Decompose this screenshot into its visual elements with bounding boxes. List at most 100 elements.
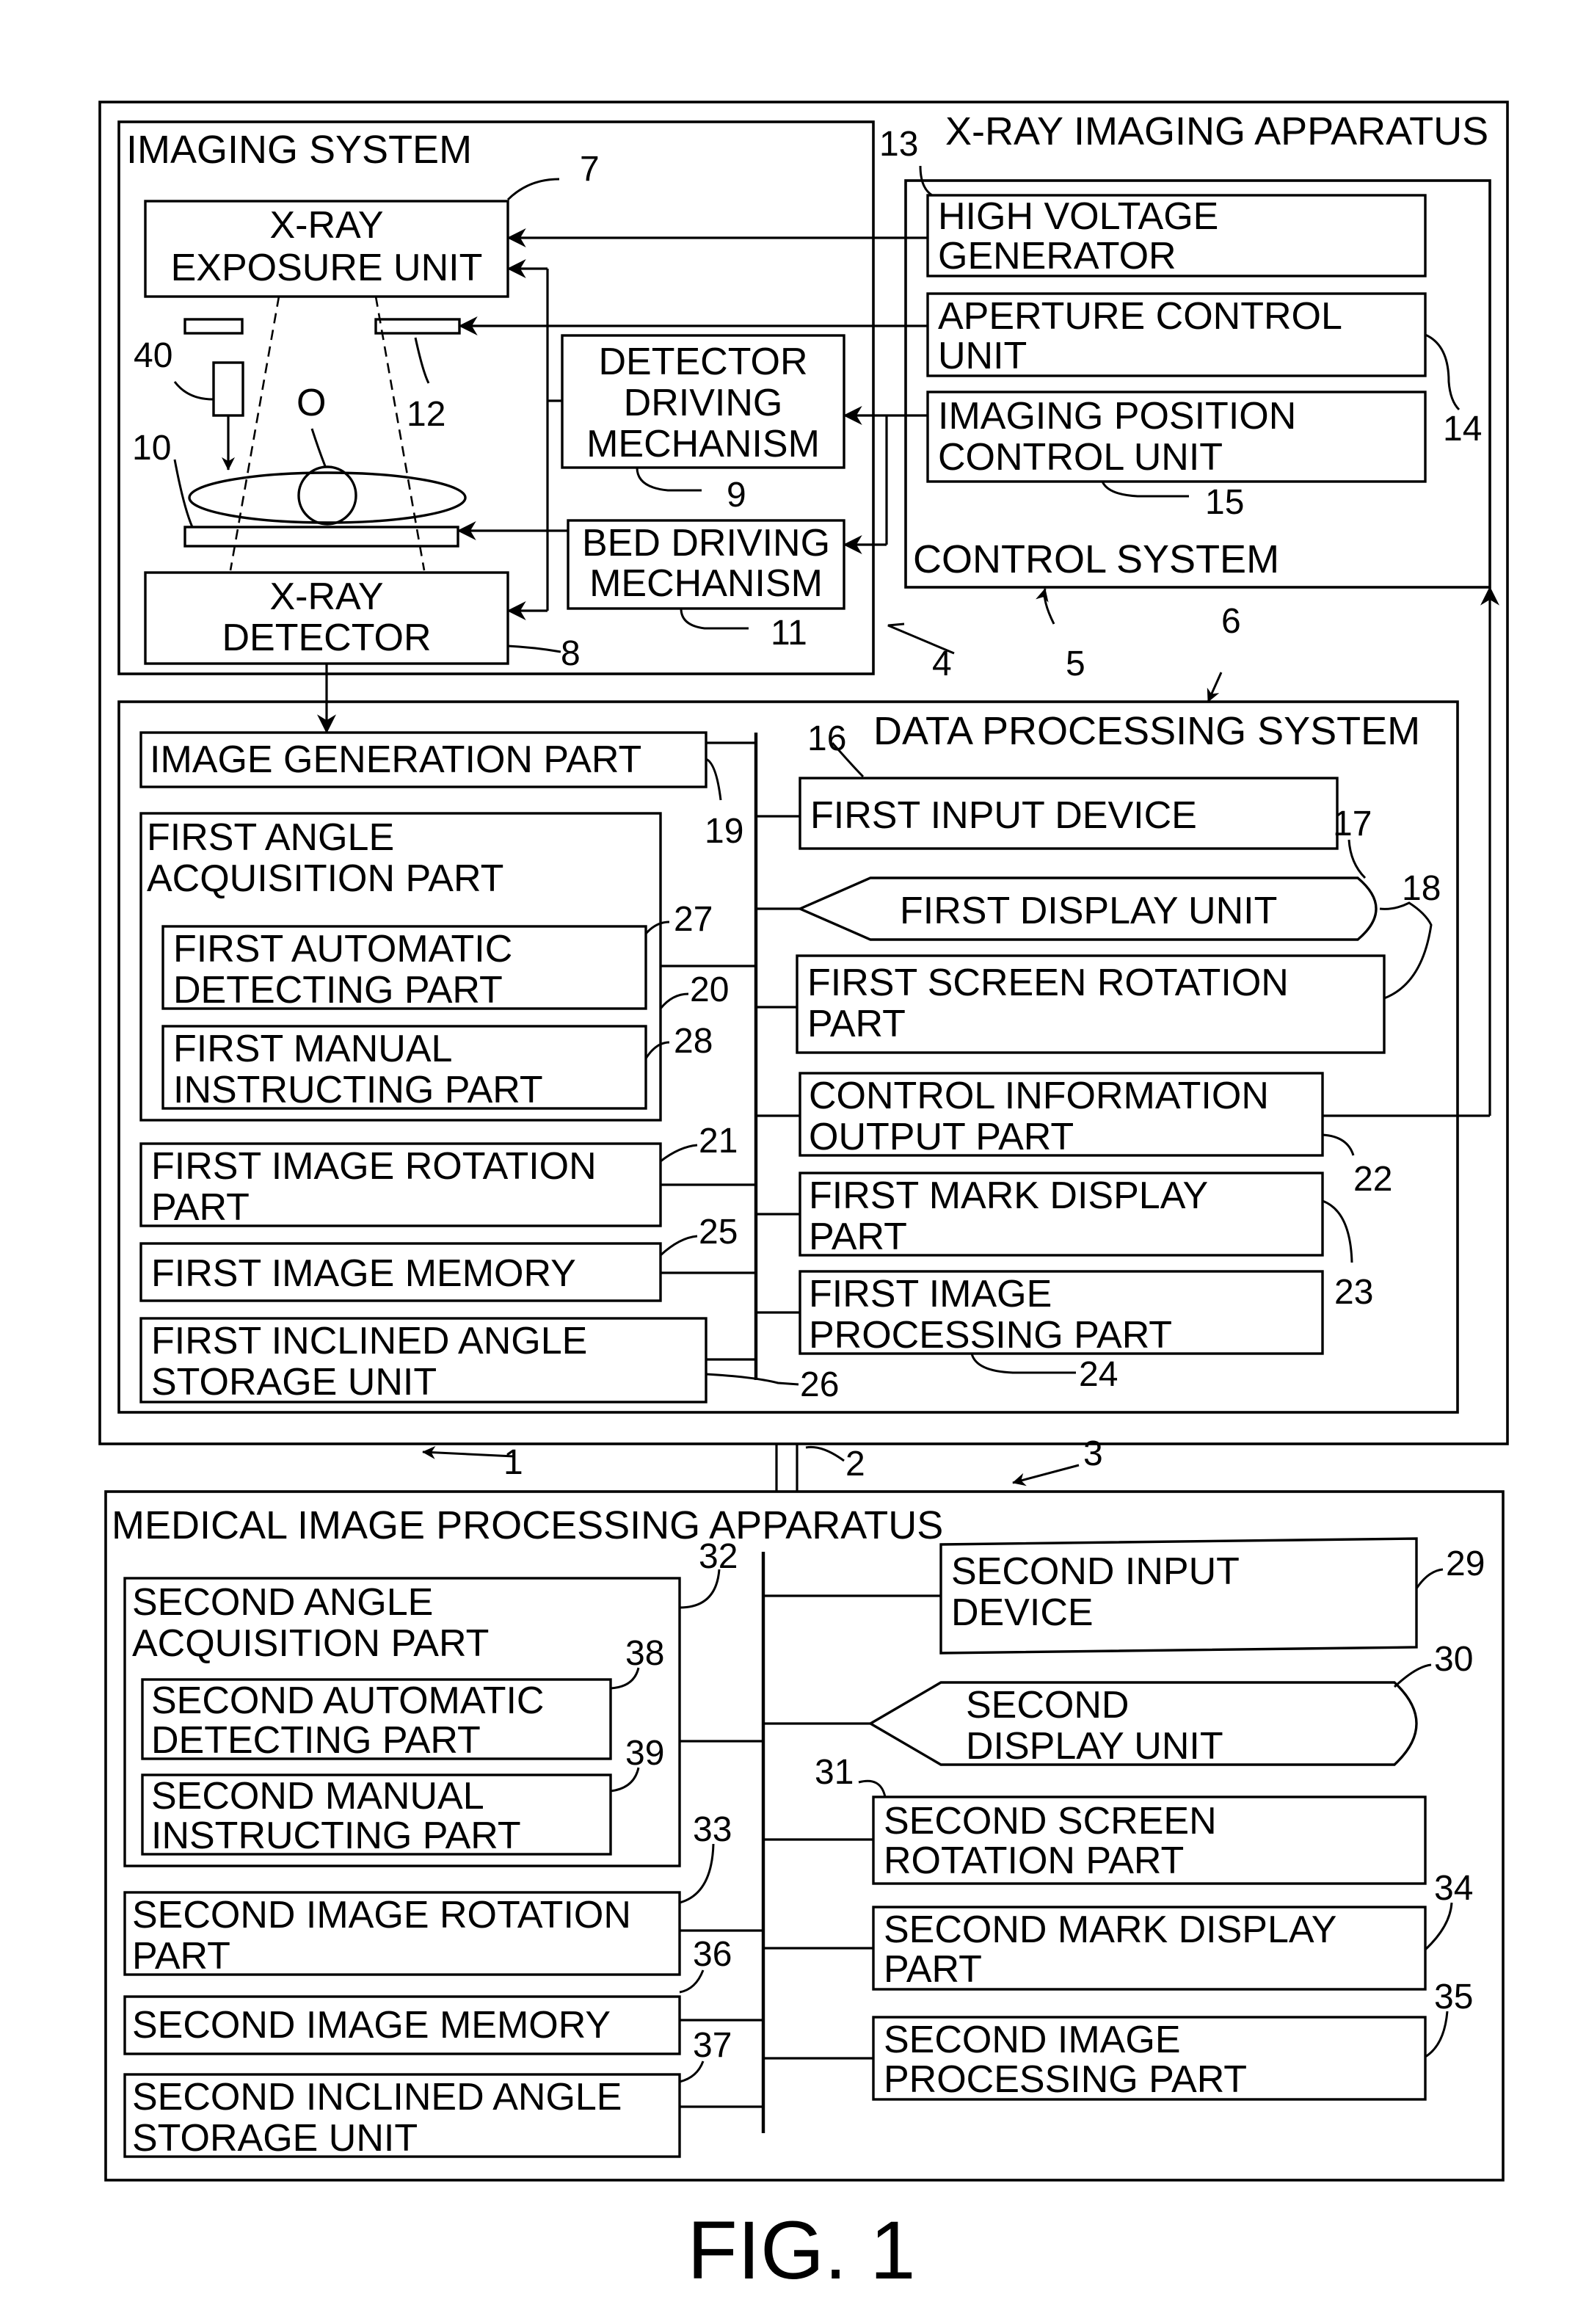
label-line: DETECTING PART	[173, 969, 503, 1012]
ref-25: 25	[699, 1213, 738, 1252]
first-image-memory-block: FIRST IMAGE MEMORY	[141, 1243, 661, 1301]
second-image-memory-block: SECOND IMAGE MEMORY	[125, 1997, 680, 2054]
first-screen-rotation-part-block: FIRST SCREEN ROTATIONPART	[797, 956, 1384, 1053]
subject-o	[299, 467, 356, 524]
ref-8: 8	[561, 634, 581, 673]
bed-driving-mechanism-label: BED DRIVINGMECHANISM	[582, 522, 830, 605]
label-line: FIRST IMAGE ROTATION	[151, 1145, 597, 1188]
ref-38: 38	[625, 1634, 664, 1673]
label-line: STORAGE UNIT	[132, 2117, 418, 2160]
label-line: STORAGE UNIT	[151, 1361, 437, 1404]
label-line: GENERATOR	[938, 235, 1176, 277]
label-line: CONTROL UNIT	[938, 436, 1223, 479]
ref-27: 27	[674, 900, 713, 939]
high-voltage-generator-label: HIGH VOLTAGEGENERATOR	[938, 195, 1218, 277]
first-input-device-block: FIRST INPUT DEVICE	[800, 778, 1337, 849]
ref-7: 7	[580, 150, 600, 189]
second-manual-instructing-part-block: SECOND MANUALINSTRUCTING PART	[142, 1775, 611, 1857]
first-angle-acquisition-part-label: FIRST ANGLEACQUISITION PART	[147, 816, 503, 900]
first-display-unit-label: FIRST DISPLAY UNIT	[900, 890, 1277, 932]
ref-16: 16	[807, 719, 846, 758]
ref-3: 3	[1083, 1434, 1103, 1473]
second-image-processing-part-block: SECOND IMAGEPROCESSING PART	[873, 2017, 1425, 2101]
first-automatic-detecting-part-block: FIRST AUTOMATICDETECTING PART	[163, 926, 646, 1012]
label-line: SECOND SCREEN	[884, 1800, 1217, 1842]
label-line: OUTPUT PART	[809, 1116, 1074, 1158]
first-input-device-label: FIRST INPUT DEVICE	[810, 794, 1197, 837]
label-line: FIRST MANUAL	[173, 1028, 452, 1070]
second-inclined-angle-storage-unit-block: SECOND INCLINED ANGLESTORAGE UNIT	[125, 2074, 680, 2160]
subject-o-label: O	[297, 382, 326, 424]
ref-5: 5	[1066, 644, 1085, 683]
ref-36: 36	[693, 1935, 732, 1974]
ref-19: 19	[705, 812, 743, 851]
label-line: HIGH VOLTAGE	[938, 195, 1218, 238]
second-image-memory-label: SECOND IMAGE MEMORY	[132, 2004, 611, 2047]
second-mark-display-part-label: SECOND MARK DISPLAYPART	[884, 1909, 1336, 1991]
second-manual-instructing-part-label: SECOND MANUALINSTRUCTING PART	[151, 1775, 521, 1857]
label-line: ROTATION PART	[884, 1840, 1184, 1882]
label-line: DETECTOR	[222, 617, 431, 659]
label-line: ACQUISITION PART	[132, 1622, 489, 1665]
label-line: SECOND IMAGE	[884, 2019, 1181, 2061]
label-line: SECOND IMAGE MEMORY	[132, 2004, 611, 2047]
ref-2: 2	[845, 1445, 865, 1484]
label-line: APERTURE CONTROL	[938, 295, 1342, 338]
aperture-control-unit-block: APERTURE CONTROLUNIT	[928, 294, 1425, 377]
ref-28: 28	[674, 1022, 713, 1061]
first-inclined-angle-storage-unit-block: FIRST INCLINED ANGLESTORAGE UNIT	[141, 1318, 706, 1404]
label-line: FIRST SCREEN ROTATION	[807, 962, 1289, 1004]
label-line: X-RAY	[269, 575, 383, 618]
label-line: PART	[151, 1186, 250, 1229]
ref-13: 13	[879, 125, 918, 164]
first-image-rotation-part-block: FIRST IMAGE ROTATIONPART	[141, 1144, 661, 1229]
ref-11: 11	[771, 614, 807, 653]
control-information-output-part-label: CONTROL INFORMATIONOUTPUT PART	[809, 1075, 1269, 1158]
ref-32: 32	[699, 1537, 738, 1576]
first-screen-rotation-part-label: FIRST SCREEN ROTATIONPART	[807, 962, 1289, 1045]
second-display-unit-block: SECONDDISPLAY UNIT	[870, 1682, 1416, 1768]
ref-1: 1	[503, 1443, 523, 1482]
label-line: FIRST INCLINED ANGLE	[151, 1320, 587, 1362]
first-mark-display-part-block: FIRST MARK DISPLAYPART	[800, 1173, 1323, 1258]
label-line: SECOND INCLINED ANGLE	[132, 2076, 622, 2118]
label-line: PROCESSING PART	[884, 2058, 1247, 2101]
second-image-processing-part-label: SECOND IMAGEPROCESSING PART	[884, 2019, 1247, 2101]
ref-9: 9	[727, 476, 746, 515]
ref-10: 10	[132, 429, 171, 468]
second-angle-acquisition-part-label: SECOND ANGLEACQUISITION PART	[132, 1581, 489, 1665]
first-manual-instructing-part-label: FIRST MANUALINSTRUCTING PART	[173, 1028, 543, 1111]
label-line: INSTRUCTING PART	[173, 1069, 543, 1111]
bed-driving-mechanism-block: BED DRIVINGMECHANISM	[568, 520, 844, 609]
first-image-memory-label: FIRST IMAGE MEMORY	[151, 1252, 576, 1295]
ref-6: 6	[1221, 602, 1241, 641]
high-voltage-generator-block: HIGH VOLTAGEGENERATOR	[928, 195, 1425, 277]
label-line: IMAGING POSITION	[938, 395, 1296, 437]
figure-label: FIG. 1	[687, 2204, 915, 2296]
second-screen-rotation-part-label: SECOND SCREENROTATION PART	[884, 1800, 1217, 1882]
label-line: SECOND	[966, 1684, 1129, 1726]
label-line: FIRST IMAGE	[809, 1273, 1052, 1315]
second-image-rotation-part-block: SECOND IMAGE ROTATIONPART	[125, 1892, 680, 1978]
control-information-output-part-block: CONTROL INFORMATIONOUTPUT PART	[800, 1073, 1323, 1158]
ref-4: 4	[932, 644, 952, 683]
second-mark-display-part-block: SECOND MARK DISPLAYPART	[873, 1907, 1425, 1991]
first-manual-instructing-part-block: FIRST MANUALINSTRUCTING PART	[163, 1026, 646, 1111]
label-line: SECOND MANUAL	[151, 1775, 484, 1818]
label-line: SECOND INPUT	[951, 1550, 1240, 1593]
label-line: PART	[807, 1003, 906, 1045]
first-inclined-angle-storage-unit-label: FIRST INCLINED ANGLESTORAGE UNIT	[151, 1320, 587, 1404]
ref-34: 34	[1434, 1869, 1473, 1908]
detector-driving-mechanism-label: DETECTORDRIVINGMECHANISM	[586, 341, 820, 465]
ref-20: 20	[690, 970, 729, 1009]
ref-40: 40	[134, 336, 172, 375]
label-line: ACQUISITION PART	[147, 857, 503, 900]
label-line: EXPOSURE UNIT	[171, 247, 483, 289]
ref-35: 35	[1434, 1978, 1473, 2016]
imaging-system-title: IMAGING SYSTEM	[126, 128, 472, 172]
data-processing-system-title: DATA PROCESSING SYSTEM	[873, 709, 1420, 753]
ref-33: 33	[693, 1810, 732, 1849]
label-line: FIRST MARK DISPLAY	[809, 1174, 1208, 1217]
ref-12: 12	[407, 395, 445, 434]
